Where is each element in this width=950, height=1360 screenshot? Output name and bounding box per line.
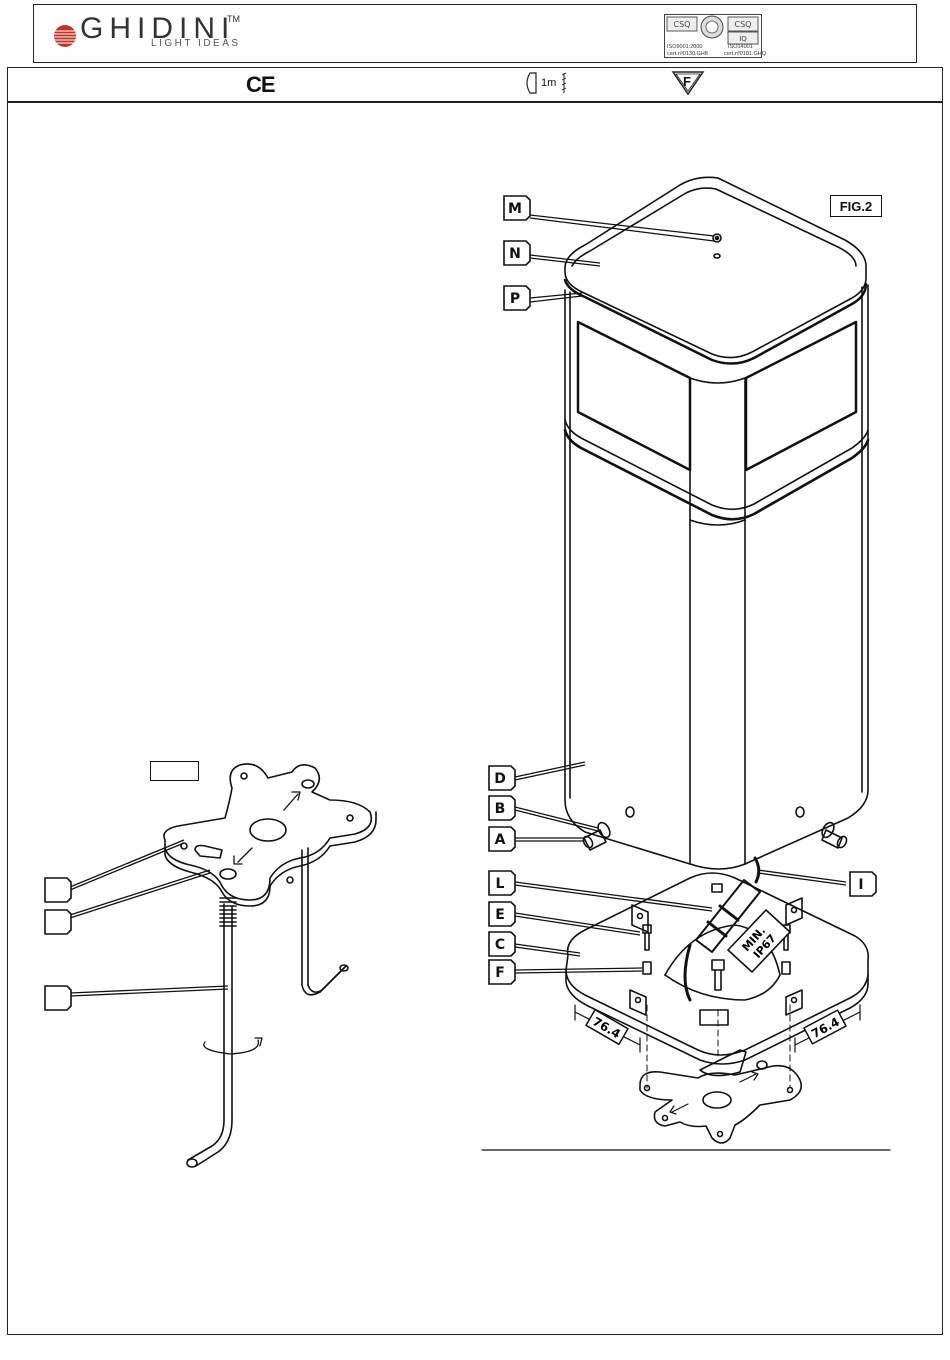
label-m: M xyxy=(508,201,522,217)
callout-letters: M N P D B A L E C F I xyxy=(494,201,863,981)
callout-leaders xyxy=(70,215,846,996)
anchor-cage xyxy=(164,764,376,1167)
label-e: E xyxy=(495,907,505,923)
bollard-body xyxy=(565,285,868,869)
label-d: D xyxy=(494,771,506,787)
fixing-screw-left xyxy=(643,925,651,974)
top-screw xyxy=(713,234,721,258)
plate-bracket-front-left xyxy=(630,990,646,1015)
label-a: A xyxy=(495,832,506,848)
label-b: B xyxy=(495,801,506,817)
bollard-cap xyxy=(565,177,866,363)
label-c: C xyxy=(495,937,505,953)
label-i: I xyxy=(858,877,863,893)
plate-bracket-back-right xyxy=(786,898,802,925)
fixing-screw-center xyxy=(712,884,724,990)
callout-boxes xyxy=(45,196,876,1010)
plate-bracket-front-right xyxy=(786,990,802,1015)
label-p: P xyxy=(510,291,520,307)
label-l: L xyxy=(496,876,505,892)
label-f: F xyxy=(495,965,505,981)
side-screw-right xyxy=(820,821,849,850)
plate-bracket-back-left xyxy=(632,905,648,932)
label-n: N xyxy=(509,246,521,262)
